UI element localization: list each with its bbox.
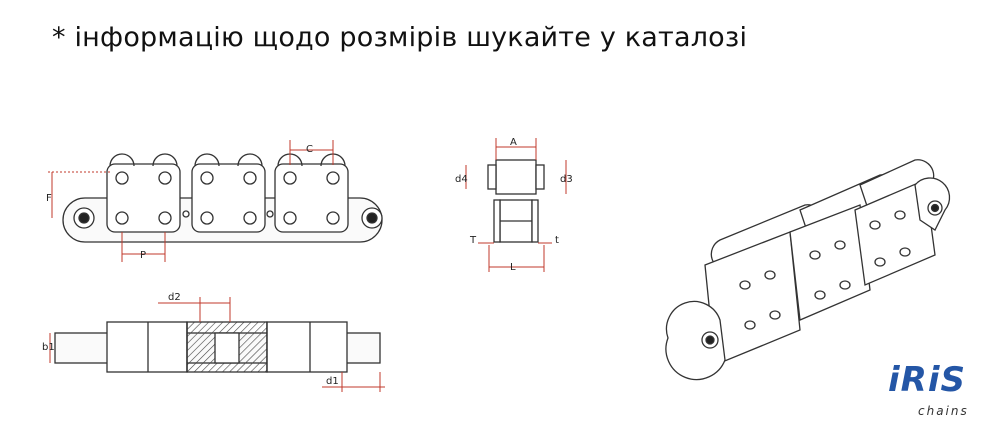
end-view-dimensions: [465, 138, 567, 272]
dim-label-T: T: [469, 235, 477, 246]
dim-label-C: C: [306, 144, 313, 155]
dim-label-d1: d1: [326, 376, 339, 387]
dim-label-d2: d2: [168, 292, 181, 303]
section-view: [54, 321, 381, 373]
side-view-dimensions: [48, 140, 334, 262]
dim-label-P: P: [140, 250, 146, 261]
logo-brand: iRiS: [888, 360, 966, 400]
logo-sub: chains: [918, 404, 969, 418]
dim-label-t: t: [555, 235, 559, 246]
dim-label-A: A: [510, 137, 517, 148]
side-view: [62, 153, 383, 243]
dim-label-F: F: [46, 193, 52, 204]
end-view: [487, 159, 545, 243]
section-view-dimensions: [49, 297, 385, 392]
iris-chains-logo: iRiS chains: [882, 358, 992, 424]
dim-label-d3: d3: [560, 174, 573, 185]
dim-label-b1: b1: [42, 342, 55, 353]
dim-label-d4: d4: [455, 174, 468, 185]
page-heading: * інформацію щодо розмірів шукайте у кат…: [52, 22, 748, 53]
isometric-chain: [665, 159, 951, 381]
dim-label-L: L: [510, 262, 516, 273]
